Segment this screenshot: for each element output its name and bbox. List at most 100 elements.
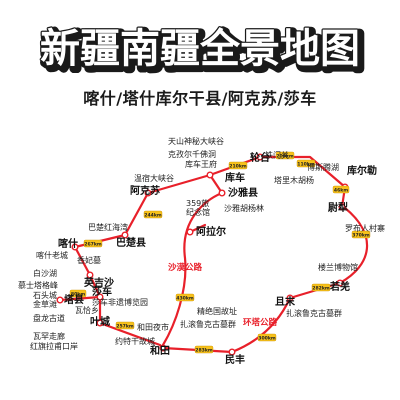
scenic-label: 喀什老城 — [36, 250, 68, 260]
route-nodes — [56, 153, 349, 356]
scenic-label: 天山神秘大峡谷 — [168, 136, 224, 146]
scenic-label: 纪念馆 — [186, 207, 210, 217]
distance-label: 80km — [71, 291, 85, 297]
city-label: 若羌 — [329, 280, 350, 293]
node-shache — [96, 293, 104, 301]
distance-label: 110km — [297, 161, 315, 167]
node-bachu — [121, 231, 129, 239]
minfeng-qiemo-route — [230, 296, 292, 354]
scenic-label: 瓦罕走廊 — [33, 331, 65, 341]
node-ruoqiang — [336, 279, 344, 287]
city-label: 尉犁 — [328, 201, 348, 214]
distance-badge: 430km — [175, 293, 195, 301]
route-map: 210km 200km 110km 46km 244km 370km 267km… — [18, 136, 385, 366]
city-label: 且末 — [275, 295, 296, 308]
node-aksu — [144, 189, 152, 197]
distance-label: 282km — [312, 285, 330, 291]
distance-label: 210km — [229, 163, 247, 169]
distance-badge: 283km — [194, 345, 214, 353]
scenic-label: 红旗拉甫口岸 — [30, 341, 78, 351]
city-label: 库尔勒 — [347, 164, 377, 177]
city-label: 莎车 — [92, 285, 112, 298]
node-kashgar — [71, 243, 79, 251]
kashgar-yingjisha-route — [73, 245, 92, 277]
scenic-label: 香妃墓 — [77, 255, 101, 265]
city-label: 库车 — [225, 171, 245, 184]
node-kuche — [206, 171, 214, 179]
city-label: 塔县 — [64, 293, 84, 306]
scenic-label: 莎车非遗博览园 — [92, 297, 148, 307]
scenic-label: 扎滚鲁克古墓群 — [286, 308, 342, 318]
yecheng-hetian-route — [98, 321, 162, 347]
desert-highway — [161, 191, 224, 347]
node-tashi — [56, 296, 64, 304]
distance-label: 267km — [84, 241, 102, 247]
city-label: 巴楚县 — [116, 236, 146, 249]
city-label: 沙雅县 — [228, 186, 258, 199]
scenic-label: 和田夜市 — [137, 322, 169, 332]
node-luntai — [256, 153, 264, 161]
route-lines — [58, 155, 369, 354]
distance-badge: 267km — [83, 239, 103, 247]
distance-badge: 210km — [228, 161, 248, 169]
scenic-label: 精绝国故址 — [197, 306, 237, 316]
city-label: 阿克苏 — [130, 184, 160, 197]
city-label: 和田 — [149, 344, 170, 357]
scenic-label: 瓦恰乡 — [75, 305, 99, 315]
distance-label: 244km — [144, 212, 162, 218]
distance-label: 370km — [352, 232, 370, 238]
distance-label: 430km — [176, 295, 194, 301]
city-labels: 轮台 库尔勒 库车 阿克苏 沙雅县 尉犁 阿拉尔 喀什 巴楚县 英吉沙 莎车 塔… — [58, 151, 377, 366]
city-label: 轮台 — [250, 151, 270, 164]
node-qiemo — [286, 294, 294, 302]
scenic-label: 罗布人村寨 — [345, 223, 385, 233]
node-alaer — [186, 228, 194, 236]
scenic-label: 博斯腾湖 — [307, 162, 339, 172]
node-yuli — [338, 203, 346, 211]
scenic-label: 盘龙古道 — [33, 313, 65, 323]
distance-badge: 244km — [143, 210, 163, 218]
distance-badge: 257km — [115, 321, 135, 329]
scenic-label: 铁门关 — [265, 150, 289, 160]
distance-badge: 80km — [69, 289, 87, 297]
node-yecheng — [96, 319, 104, 327]
node-shaya — [218, 189, 226, 197]
scenic-label: 扎滚鲁克古墓群 — [180, 319, 236, 329]
distance-label: 300km — [258, 335, 276, 341]
route-label: 环塔公路 — [243, 317, 278, 328]
distance-badge: 370km — [351, 230, 371, 238]
distance-label: 200km — [276, 153, 294, 159]
scenic-label: 巴楚红海湾 — [88, 222, 128, 232]
scenic-label: 约特干故城 — [115, 336, 155, 346]
scenic-label: 359旅 — [186, 198, 209, 208]
scenic-label: 慕士塔格峰 — [18, 280, 58, 290]
scenic-label: 库车王府 — [185, 159, 217, 169]
distance-badge: 300km — [257, 333, 277, 341]
map-title-front: 新疆南疆全景地图 — [40, 26, 360, 72]
city-label: 阿拉尔 — [196, 225, 226, 238]
distance-label: 283km — [195, 347, 213, 353]
node-yingjisha — [86, 271, 94, 279]
aksu-kuche-route — [146, 173, 212, 195]
scenic-label: 楼兰博物馆 — [318, 262, 358, 272]
scenic-label: 塔里木胡杨 — [274, 175, 314, 185]
distance-badge: 200km — [275, 151, 295, 159]
scenic-label: 金草滩 — [33, 299, 57, 309]
scenic-label: 温宿大峡谷 — [134, 173, 174, 183]
distance-badge: 46km — [332, 185, 350, 193]
scenic-labels: 天山神秘大峡谷 铁门关 克孜尔千佛洞 博斯腾湖 温宿大峡谷 库车王府 塔里木胡杨… — [18, 136, 385, 351]
distance-badge: 110km — [296, 159, 316, 167]
city-label: 叶城 — [90, 315, 110, 328]
node-hetian — [159, 344, 167, 352]
scenic-label: 白沙湖 — [33, 268, 57, 278]
map-title: 新疆南疆全景地图 — [43, 29, 363, 75]
map-subtitle: 喀什/塔什库尔干县/阿克苏/莎车 — [83, 89, 317, 108]
scenic-label: 克孜尔千佛洞 — [168, 149, 216, 159]
node-minfeng — [228, 348, 236, 356]
kuche-shaya-route — [208, 173, 224, 195]
route-label: 沙漠公路 — [168, 262, 203, 273]
ruoqiang-yuli-route — [338, 206, 369, 285]
distance-badges: 210km 200km 110km 46km 244km 370km 267km… — [69, 151, 371, 353]
scenic-label: 石头城 — [33, 290, 57, 300]
distance-label: 46km — [334, 187, 348, 193]
